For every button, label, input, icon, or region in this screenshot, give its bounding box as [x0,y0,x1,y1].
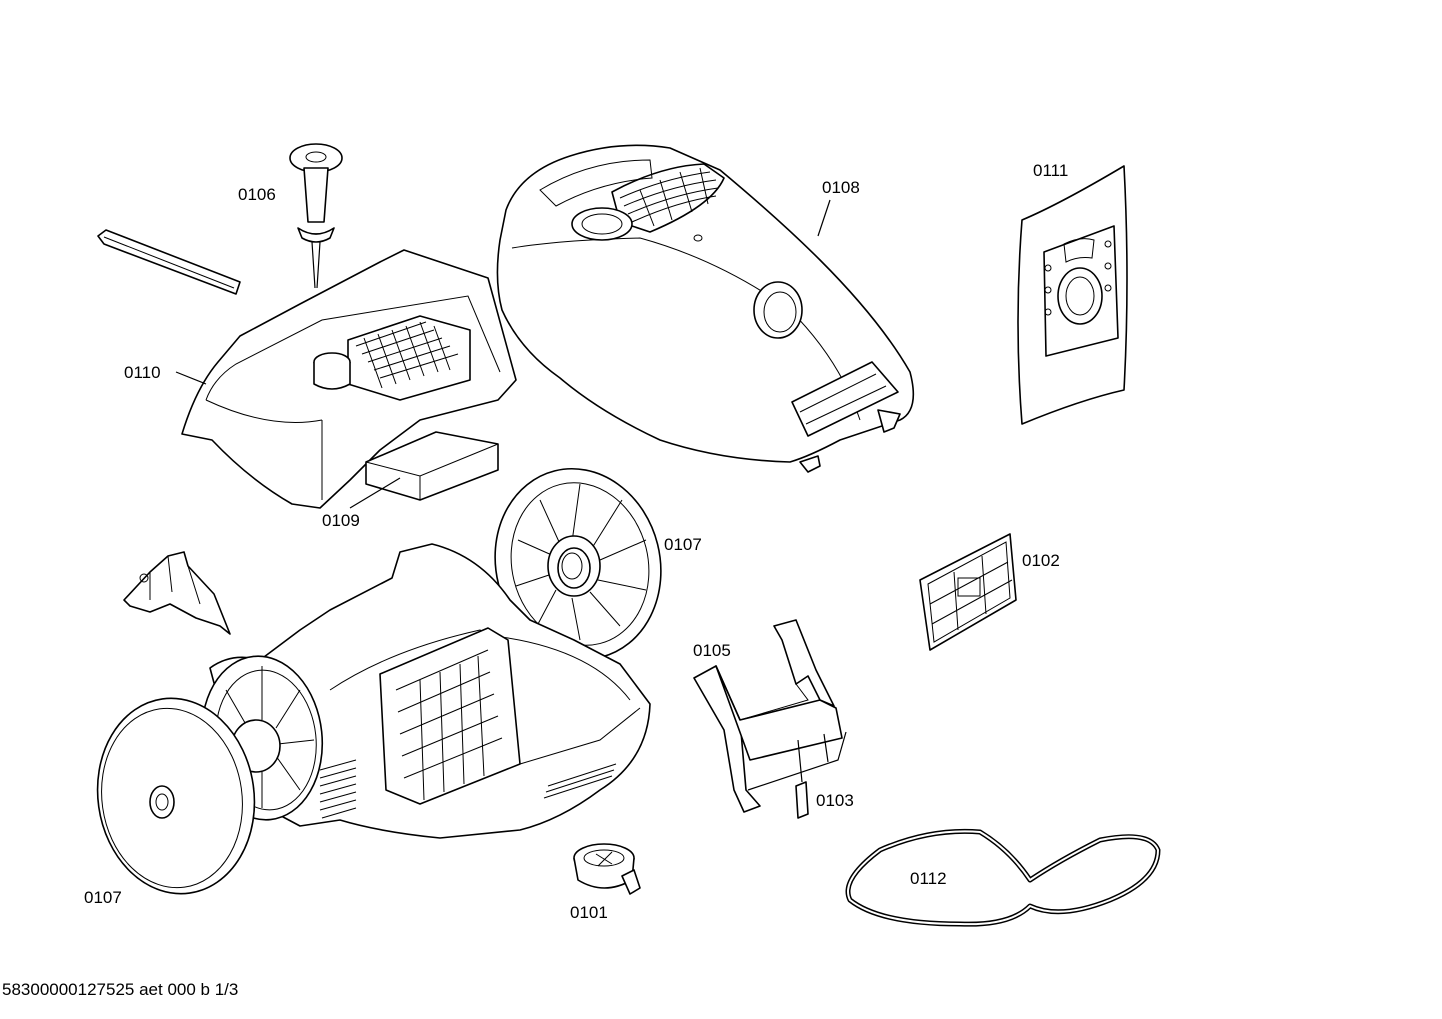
part-0108-top-cover[interactable] [496,144,915,473]
leader-0110 [175,371,207,385]
part-0101-castor[interactable] [573,843,641,895]
part-0102-exhaust-filter[interactable] [919,533,1017,651]
part-0107-wheel-bottom[interactable] [85,688,267,904]
label-0103: 0103 [816,791,854,810]
part-0105-bracket[interactable] [693,619,847,813]
label-0106: 0106 [238,185,276,204]
drawing-id: 58300000127525 aet 000 b 1/3 [2,980,239,999]
label-0107-bottom: 0107 [84,888,122,907]
label-0107-top: 0107 [664,535,702,554]
label-0101: 0101 [570,903,608,922]
label-0108: 0108 [822,178,860,197]
label-0111: 0111 [1033,161,1068,180]
chassis-main-body[interactable] [194,543,651,839]
part-0103-clip[interactable] [795,781,809,819]
leader-0108 [817,199,831,237]
leader-0109 [349,477,401,509]
label-0112: 0112 [910,869,947,888]
part-0109-filter-pad[interactable] [365,431,499,501]
part-0111-dust-bag[interactable] [1017,165,1128,425]
label-0109: 0109 [322,511,360,530]
part-0106-knob[interactable] [289,143,343,289]
hose-bracket[interactable] [123,551,231,635]
part-0112-seal-ring[interactable] [845,828,1161,927]
seal-strip[interactable] [97,229,241,295]
part-0107-wheel-top[interactable] [475,451,681,677]
label-0110: 0110 [124,363,161,382]
label-0105: 0105 [693,641,731,660]
part-0110-filter-housing[interactable] [181,249,517,509]
label-0102: 0102 [1022,551,1060,570]
